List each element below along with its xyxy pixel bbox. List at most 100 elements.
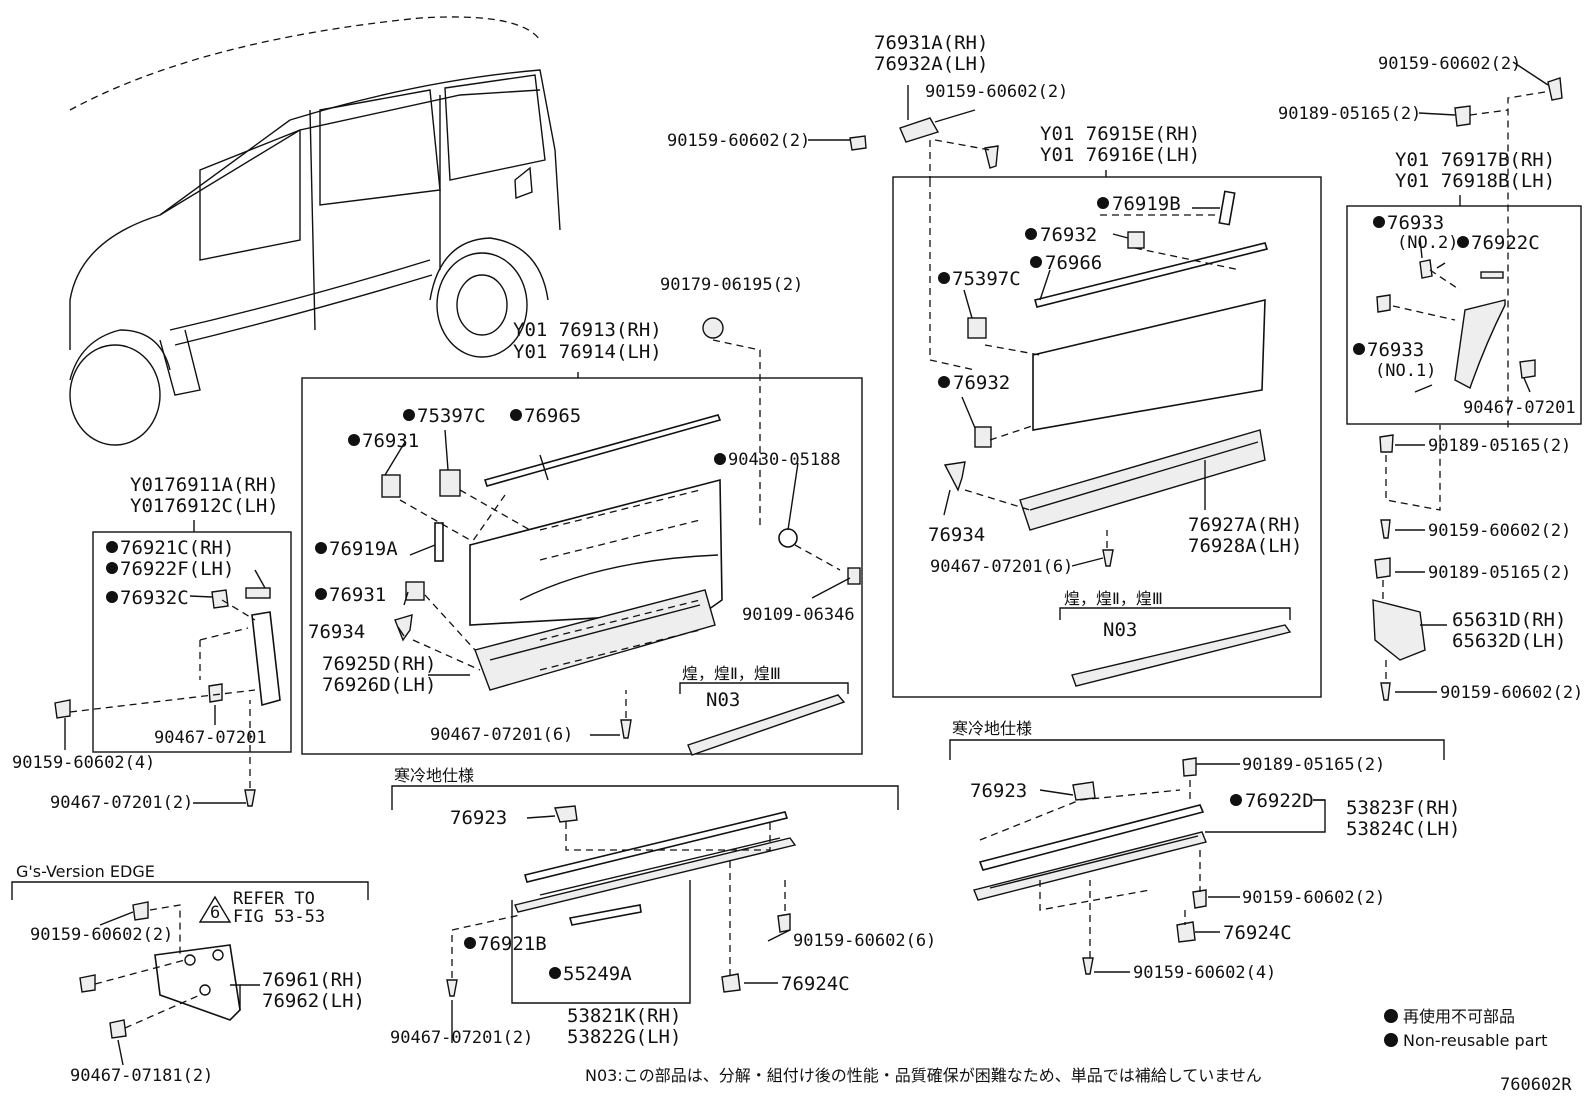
- label-65632D: 65632D(LH): [1452, 630, 1566, 652]
- label-65631D: 65631D(RH): [1452, 609, 1566, 631]
- label-90179: 90179-06195(2): [660, 275, 803, 295]
- label-90159-gs: 90159-60602(2): [30, 925, 173, 945]
- label-90159-top-center: 90159-60602(2): [925, 82, 1068, 102]
- label-90159-m6: 90159-60602(6): [793, 931, 936, 951]
- label-53824C: 53824C(LH): [1346, 818, 1460, 840]
- box-middle-panel: [301, 377, 863, 755]
- label-90159-top-right: 90159-60602(2): [1378, 54, 1521, 74]
- label-76925D: 76925D(RH): [322, 653, 436, 675]
- label-76911A: Y0176911A(RH): [130, 474, 279, 496]
- right-panel-parts: [929, 180, 1292, 687]
- label-76918B: Y01 76918B(LH): [1395, 170, 1555, 192]
- figure-code: 760602R: [1500, 1075, 1572, 1095]
- bracket-gs: [11, 881, 369, 900]
- label-90159-l4: 90159-60602(4): [12, 753, 155, 773]
- label-76913: Y01 76913(RH): [513, 319, 662, 341]
- label-76917B: Y01 76917B(RH): [1395, 149, 1555, 171]
- label-76924C-r: 76924C: [1223, 922, 1292, 944]
- box-left-front: [92, 531, 292, 753]
- label-90159-br4: 90159-60602(4): [1133, 963, 1276, 983]
- gs-edge-parts: [79, 895, 241, 1039]
- label-refer-num: 6: [210, 903, 220, 923]
- leader-lines: [64, 61, 1549, 1066]
- label-76934-m: 76934: [308, 621, 365, 643]
- label-n03-right: N03: [1103, 619, 1137, 641]
- label-refer-fig: FIG 53-53: [233, 907, 325, 927]
- label-76933-no1: 76933: [1367, 339, 1424, 361]
- label-76934-r: 76934: [928, 524, 985, 546]
- rear-fender-parts: [1372, 77, 1563, 701]
- left-front-parts: [54, 587, 281, 807]
- legend-text-jp: 再使用不可部品: [1403, 1007, 1515, 1026]
- label-gs-edge: G's-Version EDGE: [16, 862, 155, 881]
- label-90467-bm: 90467-07201(2): [390, 1028, 533, 1048]
- label-76923-r: 76923: [970, 780, 1027, 802]
- label-cold-right: 寒冷地仕様: [952, 719, 1032, 738]
- label-76926D: 76926D(LH): [322, 674, 436, 696]
- label-76931A: 76931A(RH): [874, 32, 988, 54]
- cold-middle-parts: [446, 805, 797, 1004]
- label-76927A: 76927A(RH): [1188, 514, 1302, 536]
- label-n03-middle: N03: [706, 689, 740, 711]
- legend-dot-2: [1384, 1033, 1398, 1047]
- label-76922C: 76922C: [1471, 232, 1540, 254]
- label-76932-r1: 76932: [1040, 224, 1097, 246]
- label-53821K: 53821K(RH): [567, 1005, 681, 1027]
- bracket-cold-middle: [391, 785, 899, 810]
- label-76932-r2: 76932: [953, 372, 1010, 394]
- label-76931-m1: 76931: [362, 430, 419, 452]
- label-76932C: 76932C: [120, 587, 189, 609]
- label-76921C: 76921C(RH): [120, 537, 234, 559]
- label-refer-to: REFER TO: [233, 889, 315, 909]
- label-grade-middle: 煌，煌Ⅱ，煌Ⅲ: [682, 664, 781, 683]
- legend: 再使用不可部品 Non-reusable part: [1384, 1007, 1547, 1050]
- label-90189-top-right: 90189-05165(2): [1278, 104, 1421, 124]
- label-90189-br: 90189-05165(2): [1242, 755, 1385, 775]
- label-75397C-r: 75397C: [952, 268, 1021, 290]
- label-90467-m: 90467-07201(6): [430, 725, 573, 745]
- label-53822G: 53822G(LH): [567, 1026, 681, 1048]
- label-75397C-m: 75397C: [417, 405, 486, 427]
- label-90159-top-left: 90159-60602(2): [667, 131, 810, 151]
- label-90159-r1: 90159-60602(2): [1428, 521, 1571, 541]
- label-76961: 76961(RH): [262, 969, 365, 991]
- label-53823F: 53823F(RH): [1346, 797, 1460, 819]
- label-90189-r1: 90189-05165(2): [1428, 436, 1571, 456]
- label-76912C: Y0176912C(LH): [130, 495, 279, 517]
- label-no1: (NO.1): [1375, 361, 1436, 381]
- label-76916E: Y01 76916E(LH): [1040, 144, 1200, 166]
- label-76933-no2: 76933: [1387, 212, 1444, 234]
- label-90159-br2: 90159-60602(2): [1242, 888, 1385, 908]
- label-76919A: 76919A: [329, 538, 398, 560]
- label-76921B: 76921B: [478, 933, 547, 955]
- label-76923-m: 76923: [450, 807, 507, 829]
- label-90109: 90109-06346: [742, 605, 855, 625]
- box-rear-fender: [1346, 205, 1582, 425]
- label-76922D: 76922D: [1245, 790, 1314, 812]
- middle-panel-parts: [381, 317, 861, 756]
- label-76928A: 76928A(LH): [1188, 535, 1302, 557]
- label-90467-r6: 90467-07201(6): [930, 557, 1073, 577]
- label-76922F: 76922F(LH): [120, 558, 234, 580]
- label-76931-m2: 76931: [329, 584, 386, 606]
- label-90467-l: 90467-07201: [154, 728, 267, 748]
- label-76915E: Y01 76915E(RH): [1040, 123, 1200, 145]
- label-76966: 76966: [1045, 252, 1102, 274]
- part-labels: 76931A(RH) 76932A(LH) 90159-60602(2) 901…: [12, 32, 1583, 1086]
- cold-right-parts: [973, 757, 1207, 975]
- label-90467-r: 90467-07201: [1463, 398, 1576, 418]
- label-90159-r2: 90159-60602(2): [1440, 683, 1583, 703]
- label-76914: Y01 76914(LH): [513, 341, 662, 363]
- top-clip-parts: [808, 85, 999, 180]
- label-90467-l2: 90467-07201(2): [50, 793, 193, 813]
- label-76924C-m: 76924C: [781, 973, 850, 995]
- label-grade-right: 煌，煌Ⅱ，煌Ⅲ: [1064, 589, 1163, 608]
- bracket-cold-right: [949, 739, 1445, 760]
- label-no2: (NO.2): [1397, 233, 1458, 253]
- bracket-grade-right: [1059, 607, 1291, 620]
- label-76932A: 76932A(LH): [874, 53, 988, 75]
- vehicle-outline: [69, 16, 561, 446]
- label-55249A: 55249A: [563, 963, 632, 985]
- note-n03: N03:この部品は、分解・組付け後の性能・品質確保が困難なため、単品では補給して…: [585, 1066, 1262, 1085]
